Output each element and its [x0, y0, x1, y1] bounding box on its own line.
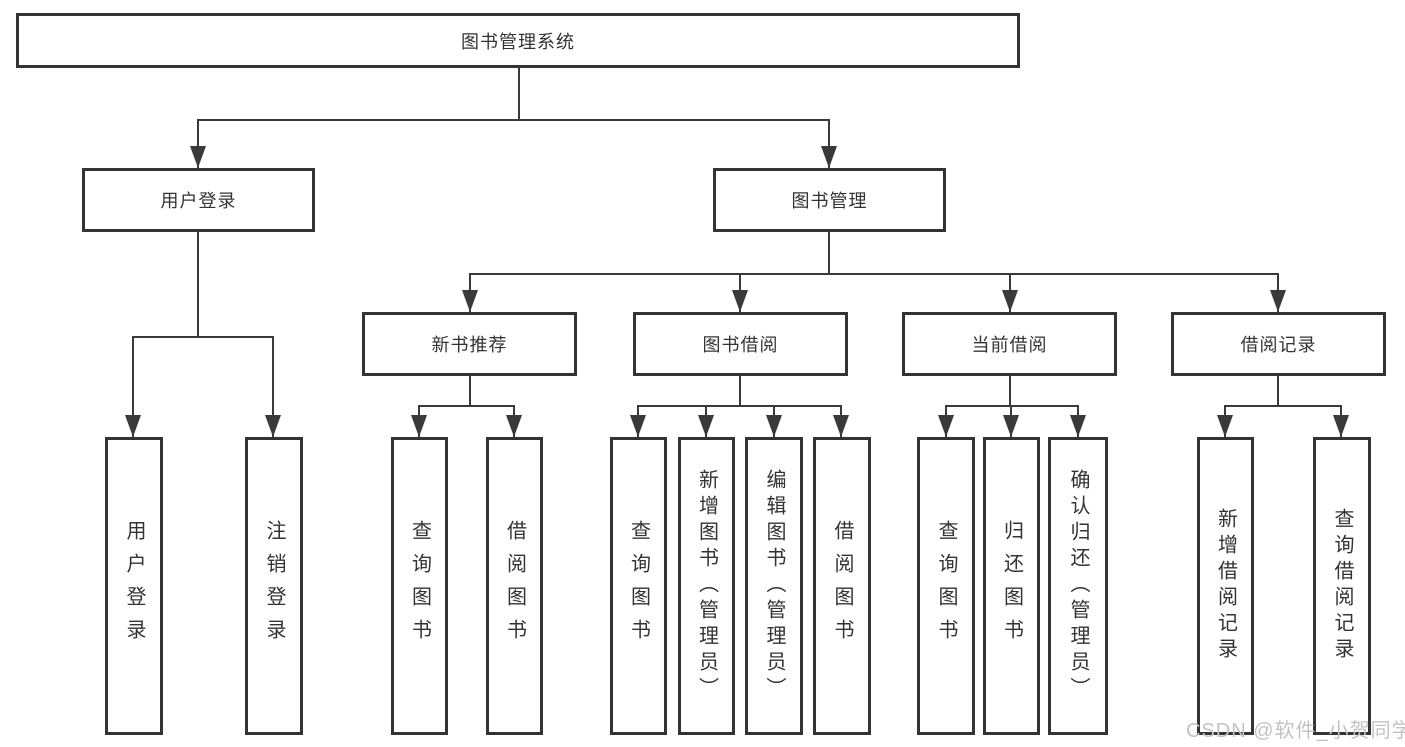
arrow-down-icon — [698, 415, 714, 437]
leaf-logout-label: 注销登录 — [263, 520, 285, 652]
connector-line — [945, 405, 1079, 407]
leaf-borrow-books-2-label: 借阅图书 — [831, 520, 853, 652]
leaf-borrow-books-1-label: 借阅图书 — [503, 520, 526, 652]
connector-line — [469, 273, 1279, 275]
leaf-query-books-3-label: 查询图书 — [935, 520, 957, 652]
leaf-borrow-books-1: 借阅图书 — [486, 437, 543, 735]
node-book-management: 图书管理 — [713, 168, 946, 232]
leaf-confirm-return-admin: 确认归还（管理员） — [1048, 437, 1108, 735]
leaf-edit-books-admin: 编辑图书（管理员） — [745, 437, 803, 735]
leaf-query-books-2: 查询图书 — [610, 437, 667, 735]
arrow-down-icon — [1003, 415, 1019, 437]
connector-line — [828, 232, 830, 275]
arrow-down-icon — [411, 415, 427, 437]
leaf-user-login: 用户登录 — [105, 437, 163, 735]
connector-line — [637, 405, 842, 407]
arrow-down-icon — [125, 415, 141, 437]
node-book-borrowing-label: 图书借阅 — [702, 335, 779, 355]
connector-line — [197, 119, 199, 168]
connector-line — [132, 336, 134, 437]
leaf-return-books: 归还图书 — [983, 437, 1040, 735]
leaf-add-borrow-record: 新增借阅记录 — [1197, 437, 1254, 735]
leaf-user-login-label: 用户登录 — [123, 520, 145, 652]
connector-line — [132, 336, 274, 338]
leaf-logout: 注销登录 — [245, 437, 303, 735]
connector-line — [469, 376, 471, 407]
leaf-add-books-admin: 新增图书（管理员） — [678, 437, 735, 735]
arrow-down-icon — [732, 290, 748, 312]
arrow-down-icon — [265, 415, 281, 437]
node-new-book-recommend-label: 新书推荐 — [431, 335, 508, 355]
connector-line — [418, 405, 515, 407]
arrow-down-icon — [630, 415, 646, 437]
leaf-query-borrow-record: 查询借阅记录 — [1313, 437, 1371, 735]
arrow-down-icon — [190, 146, 206, 168]
arrow-down-icon — [1270, 290, 1286, 312]
arrow-down-icon — [1070, 415, 1086, 437]
watermark: CSDN @软件_小贺同学 — [1186, 720, 1405, 742]
node-borrowing-records-label: 借阅记录 — [1240, 335, 1317, 355]
node-user-login: 用户登录 — [82, 168, 315, 232]
node-book-borrowing: 图书借阅 — [633, 312, 848, 376]
leaf-query-books-1-label: 查询图书 — [408, 520, 431, 652]
connector-line — [272, 336, 274, 437]
leaf-return-books-label: 归还图书 — [1000, 520, 1023, 652]
node-user-login-label: 用户登录 — [160, 191, 237, 211]
connector-line — [828, 119, 830, 168]
connector-line — [739, 376, 741, 407]
node-root-label: 图书管理系统 — [461, 31, 575, 52]
leaf-add-books-admin-label: 新增图书（管理员） — [695, 469, 718, 703]
node-root: 图书管理系统 — [16, 13, 1020, 68]
leaf-query-borrow-record-label: 查询借阅记录 — [1331, 508, 1353, 664]
connector-line — [518, 67, 520, 121]
leaf-confirm-return-admin-label: 确认归还（管理员） — [1067, 469, 1089, 703]
connector-line — [1224, 405, 1342, 407]
connector-line — [1277, 376, 1279, 407]
arrow-down-icon — [821, 146, 837, 168]
node-book-management-label: 图书管理 — [791, 191, 868, 211]
node-current-borrowing: 当前借阅 — [902, 312, 1117, 376]
connector-line — [197, 232, 199, 338]
arrow-down-icon — [462, 290, 478, 312]
arrow-down-icon — [1333, 415, 1349, 437]
arrow-down-icon — [766, 415, 782, 437]
node-current-borrowing-label: 当前借阅 — [971, 335, 1048, 355]
node-new-book-recommend: 新书推荐 — [362, 312, 577, 376]
leaf-add-borrow-record-label: 新增借阅记录 — [1214, 508, 1237, 664]
connector-line — [1009, 376, 1011, 407]
arrow-down-icon — [833, 415, 849, 437]
arrow-down-icon — [506, 415, 522, 437]
connector-line — [197, 119, 830, 121]
node-borrowing-records: 借阅记录 — [1171, 312, 1386, 376]
leaf-query-books-3: 查询图书 — [917, 437, 975, 735]
arrow-down-icon — [1002, 290, 1018, 312]
leaf-borrow-books-2: 借阅图书 — [813, 437, 871, 735]
arrow-down-icon — [1217, 415, 1233, 437]
leaf-query-books-2-label: 查询图书 — [627, 520, 650, 652]
leaf-edit-books-admin-label: 编辑图书（管理员） — [763, 469, 785, 703]
leaf-query-books-1: 查询图书 — [391, 437, 448, 735]
arrow-down-icon — [938, 415, 954, 437]
